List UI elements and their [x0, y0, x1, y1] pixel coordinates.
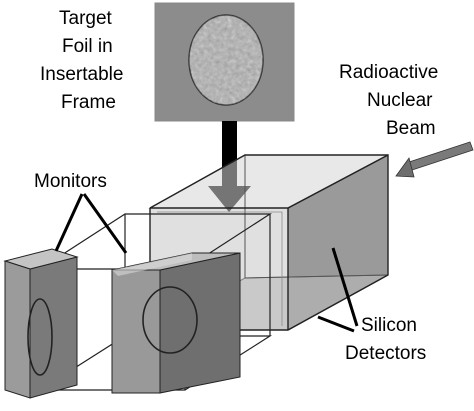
- monitors-label-line: Monitors: [34, 171, 107, 192]
- left-monitor: [3, 248, 79, 399]
- target-label-line: Insertable: [40, 64, 123, 85]
- beam-label-line: Radioactive: [339, 62, 438, 83]
- monitor-aperture-left: [27, 298, 53, 376]
- silicon-callout-lines: [317, 247, 359, 333]
- silicon-label-line: Detectors: [345, 343, 426, 364]
- monitors-label: Monitors: [34, 171, 107, 192]
- beam-arrow: [395, 141, 474, 178]
- beam-label-line: Beam: [386, 118, 436, 139]
- target-label-line: Target: [59, 8, 113, 29]
- target-foil-frame: [154, 2, 295, 122]
- target-label-line: Foil in: [62, 36, 113, 57]
- monitors-callout-lines: [54, 193, 128, 254]
- monitor-aperture: [142, 286, 198, 354]
- target-label: Target Foil in Insertable Frame: [40, 8, 129, 113]
- silicon-label-line: Silicon: [361, 315, 417, 336]
- beam-label: Radioactive Nuclear Beam: [339, 62, 444, 139]
- beam-label-line: Nuclear: [367, 90, 433, 111]
- right-monitor: [111, 252, 241, 394]
- silicon-detectors-label: Silicon Detectors: [345, 315, 426, 364]
- target-label-line: Frame: [61, 92, 116, 113]
